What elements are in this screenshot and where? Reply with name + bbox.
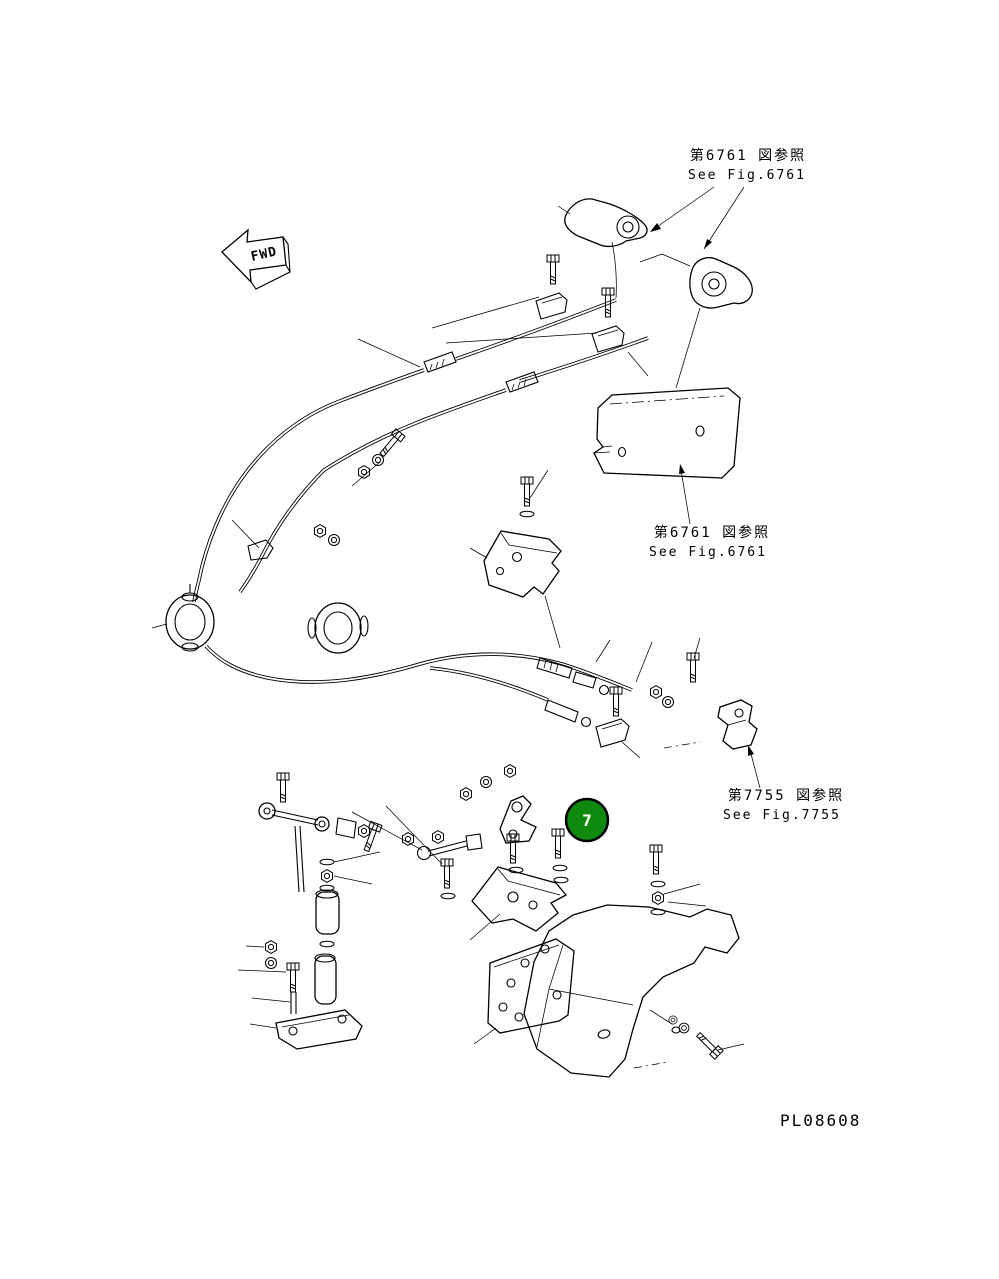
lever-right [689, 256, 753, 309]
clamp-block [535, 292, 568, 320]
nut [650, 685, 662, 699]
lower-bracket-plate [471, 828, 569, 932]
hardware-upper [314, 254, 700, 717]
spacer-cylinder [314, 955, 337, 1005]
upper-lever-assemblies [557, 198, 753, 389]
bellcrank [499, 795, 537, 844]
rod-end [416, 845, 432, 861]
callout-7[interactable]: 7 [564, 797, 610, 843]
washer [553, 876, 569, 884]
plate-number: PL08608 [780, 1111, 861, 1130]
cable-adjuster [505, 371, 539, 393]
bolt [686, 652, 700, 683]
base-plate [275, 1009, 363, 1050]
clamp-block [591, 325, 625, 353]
nut [504, 764, 516, 778]
linkage-lever-assembly [360, 764, 537, 900]
washer [319, 858, 335, 866]
washer [265, 957, 277, 969]
washer [319, 940, 335, 948]
ref-fig6761-top-jp: 第6761 図参照 [690, 147, 806, 164]
nut [432, 830, 444, 844]
center-bracket-plate [483, 476, 562, 649]
cable-adjuster [536, 657, 573, 679]
cable-clamps [247, 292, 630, 748]
pedal-bracket [523, 904, 740, 1078]
cable-eyelet [598, 684, 610, 696]
upper-cable-run [192, 298, 649, 603]
rod-end [258, 802, 276, 820]
fwd-arrow: FWD [221, 228, 291, 290]
fastener-hardware-lower [649, 844, 724, 1060]
washer [519, 510, 535, 518]
ref-fig7755-jp: 第7755 図参照 [728, 787, 844, 804]
callout-7-circle[interactable] [564, 797, 610, 843]
fwd-label: FWD [250, 244, 279, 265]
ref-fig6761-mid-en: See Fig.6761 [649, 545, 767, 560]
arrowhead [748, 745, 754, 756]
callout-7-number: 7 [582, 811, 592, 830]
nut [402, 832, 414, 846]
clamp-block [595, 718, 630, 748]
arrowhead [679, 464, 685, 474]
clamp-block [247, 539, 274, 561]
washer [552, 864, 568, 872]
bolt [551, 828, 565, 859]
washer [650, 880, 666, 888]
ref-fig6761-mid: 第6761 図参照 See Fig.6761 [649, 464, 770, 560]
cable-adjuster [423, 351, 457, 373]
bolt [546, 254, 560, 285]
mounting-bracket-plate [593, 387, 741, 479]
bolt [276, 772, 290, 803]
perforated-plate [487, 938, 575, 1034]
lower-cable-run [204, 644, 633, 728]
lever-left [564, 198, 648, 248]
nut [460, 787, 472, 801]
ref-fig6761-top-en: See Fig.6761 [688, 168, 806, 183]
ref-fig6761-mid-jp: 第6761 図参照 [654, 524, 770, 541]
bolt [520, 476, 534, 507]
washer [480, 776, 492, 788]
cable-boot [165, 584, 215, 652]
washer [650, 908, 666, 916]
nut [314, 524, 326, 538]
cable-adjuster [544, 699, 579, 723]
nut [652, 891, 664, 905]
washer [662, 696, 674, 708]
spacer-cylinder [315, 891, 340, 935]
bolt [286, 962, 300, 993]
nut [265, 940, 277, 954]
washer [328, 534, 340, 546]
bolt [440, 858, 454, 889]
left-link-assembly [258, 772, 370, 1014]
washer [440, 892, 456, 900]
nut [321, 869, 333, 883]
arrowhead [704, 239, 712, 249]
nut [358, 824, 370, 838]
bolt [649, 844, 663, 875]
cable-damper [307, 602, 369, 654]
bolt [693, 1029, 724, 1060]
cable-end-bracket [663, 699, 758, 750]
ref-fig7755-en: See Fig.7755 [723, 808, 841, 823]
rod-end [314, 816, 330, 832]
cable-eyelet [580, 716, 592, 728]
arrowhead [650, 223, 661, 232]
ref-fig7755: 第7755 図参照 See Fig.7755 [723, 745, 844, 823]
washer [678, 1022, 690, 1034]
leader-lines [151, 296, 745, 1051]
ref-fig6761-top: 第6761 図参照 See Fig.6761 [650, 147, 806, 250]
bolt [609, 686, 623, 717]
